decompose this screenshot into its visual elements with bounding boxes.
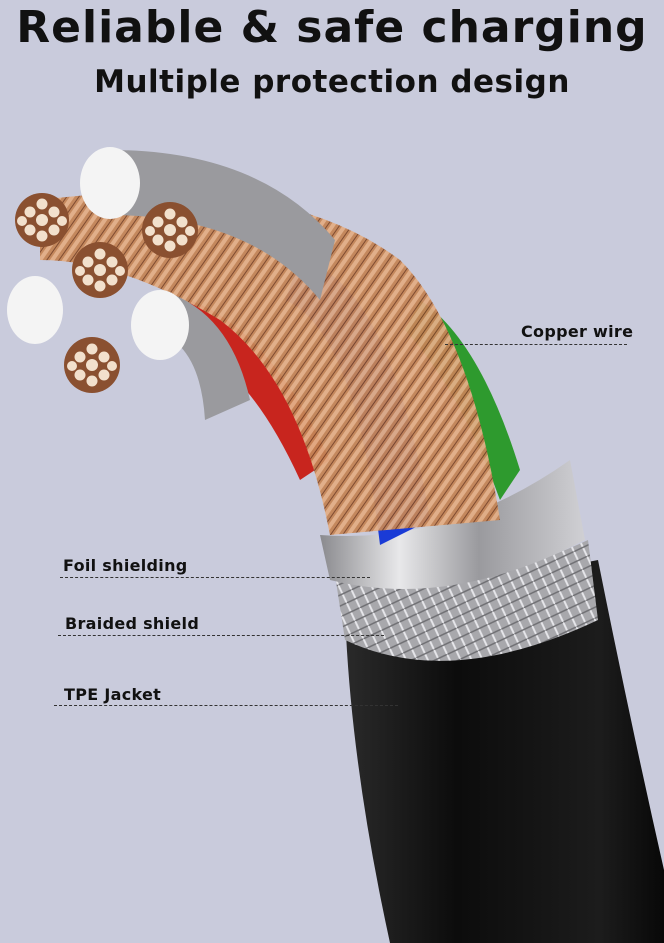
core-end-cap: [7, 276, 63, 344]
grey-core-shape: [110, 150, 335, 300]
core-end-cap: [80, 147, 140, 219]
page-subtitle: Multiple protection design: [94, 64, 570, 100]
leader-line-braided-shield: [58, 635, 384, 636]
callout-foil-shielding: Foil shielding: [63, 556, 188, 575]
braided-shield-shape: [335, 540, 598, 661]
copper-strand-ends: [15, 193, 198, 393]
foil-shielding-shape: [320, 460, 585, 589]
callout-braided-shield: Braided shield: [65, 614, 200, 633]
leader-line-copper-wire: [445, 344, 627, 345]
callout-tpe-jacket: TPE Jacket: [64, 685, 162, 704]
leader-line-tpe-jacket: [54, 705, 398, 706]
copper-bundle-shape: [40, 192, 500, 535]
core-end-cap: [131, 290, 189, 360]
leader-line-foil-shielding: [60, 577, 370, 578]
page-title: Reliable & safe charging: [16, 2, 648, 53]
callout-copper-wire: Copper wire: [521, 322, 634, 341]
